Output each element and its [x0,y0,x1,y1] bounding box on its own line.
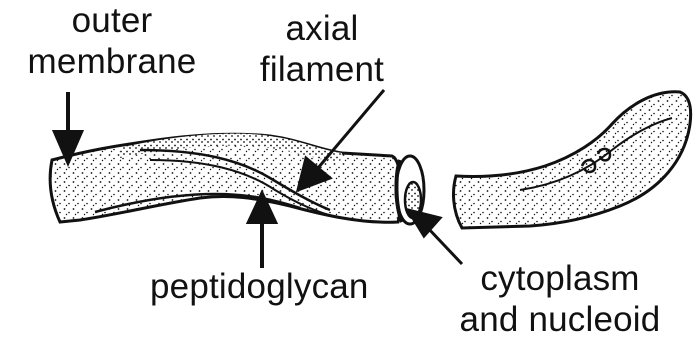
arrow-cytoplasm [408,210,462,264]
cell-body-right [454,92,691,228]
arrow-peptidoglycan [249,194,275,268]
arrow-outer-membrane [55,92,81,162]
